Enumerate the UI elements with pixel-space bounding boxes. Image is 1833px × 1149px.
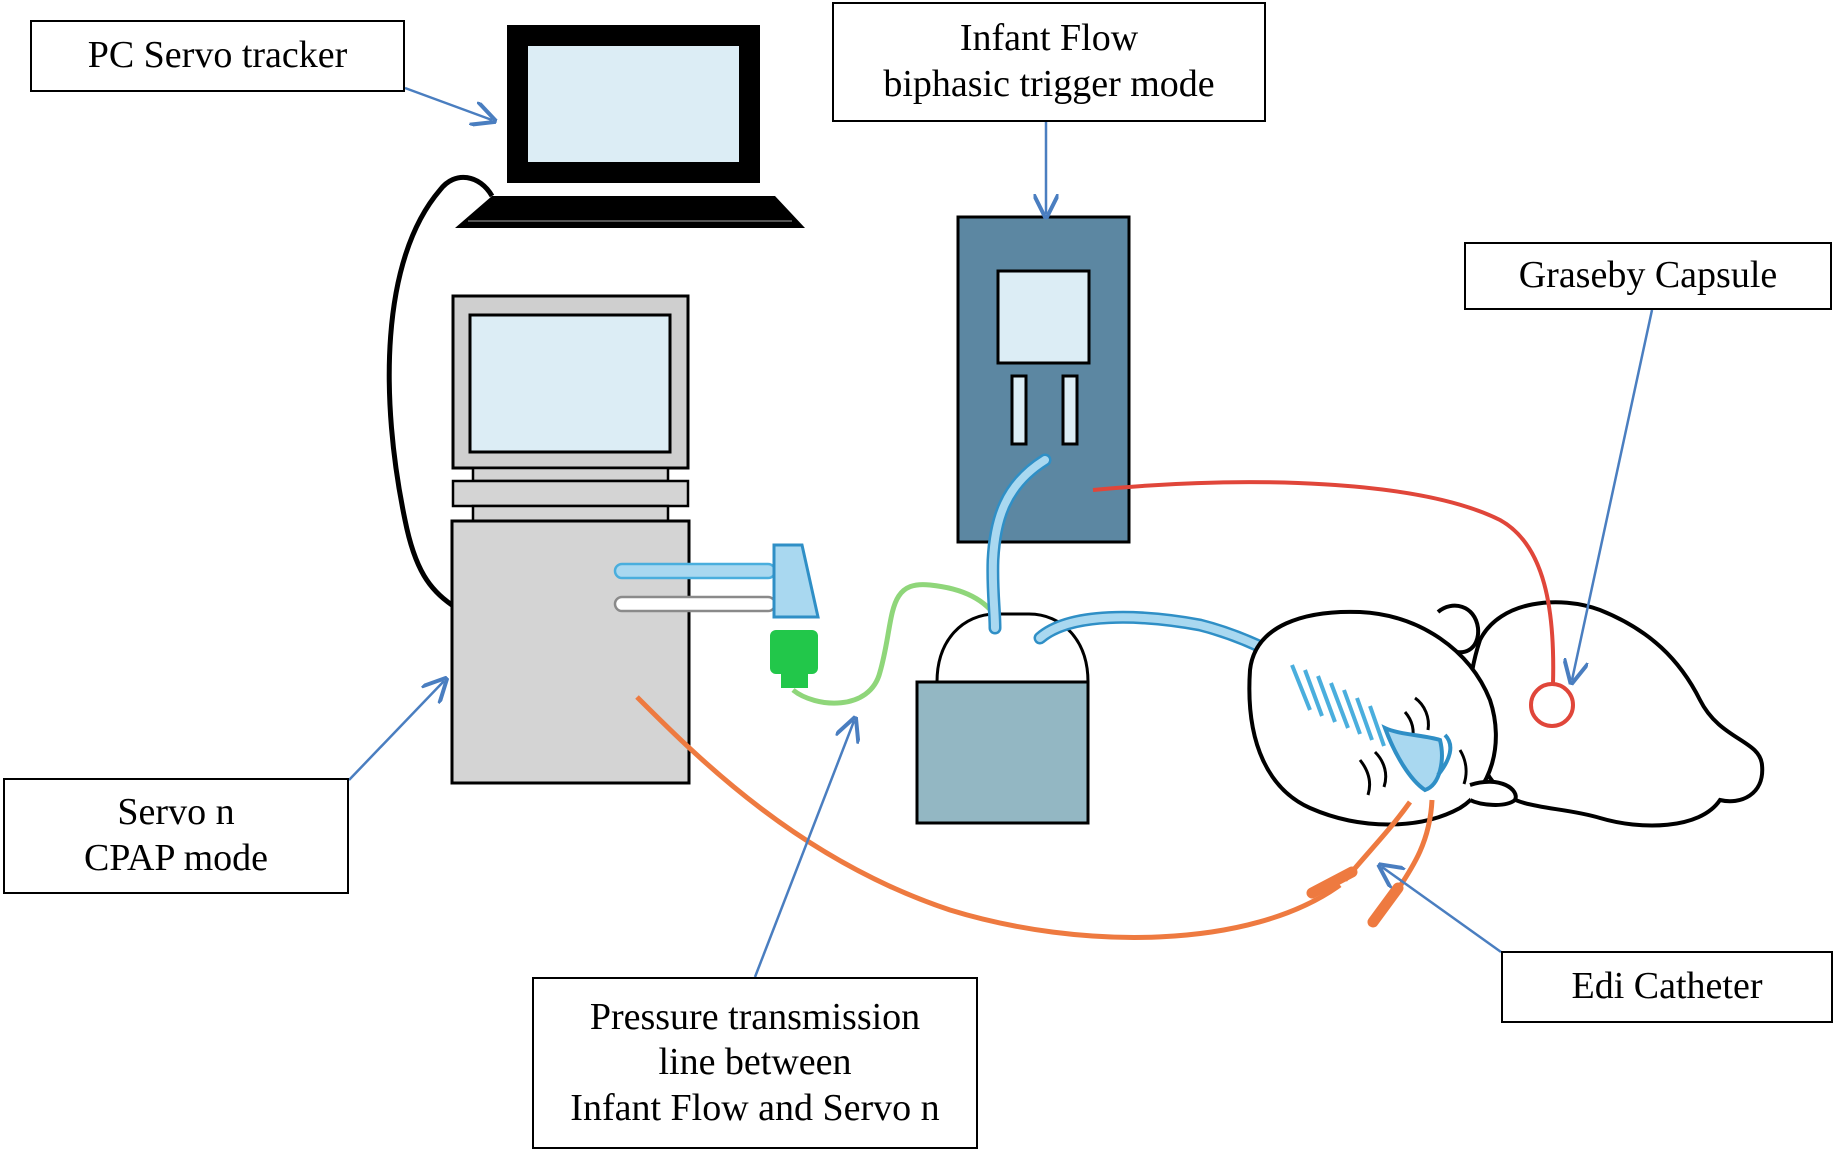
label-pressure-transmission: Pressure transmission line between Infan… [532,977,978,1149]
arrow-pressure-line [753,721,854,978]
servo-n-ventilator [450,294,691,785]
label-infant-flow: Infant Flow biphasic trigger mode [832,2,1266,122]
label-servo-n: Servo n CPAP mode [3,778,349,894]
arrow-pc-servo-tracker [404,86,492,120]
label-text: Edi Catheter [1571,965,1763,1008]
servo-blue-tube [613,562,777,580]
laptop-pc [455,25,805,228]
y-connector [772,543,820,619]
green-connector [770,630,818,688]
arrow-edi [1382,867,1502,954]
laptop-cable [386,174,495,608]
label-text-line-1: Servo n [117,791,235,834]
label-edi-catheter: Edi Catheter [1501,951,1833,1023]
edi-connector-1 [1306,866,1358,899]
label-text-line-2: line between [658,1041,852,1084]
graseby-capsule [1529,682,1575,728]
arrow-servo-n [348,681,444,781]
pressure-transmission-line [791,582,1001,706]
label-text-line-2: biphasic trigger mode [883,63,1215,105]
label-graseby-capsule: Graseby Capsule [1464,242,1832,310]
servo-gray-tube [613,595,777,613]
label-text-line-2: CPAP mode [83,837,269,879]
capsule-line [1092,480,1556,685]
label-text-line-1: Pressure transmission [589,995,921,1038]
infant [1247,600,1765,828]
tube-corrugation [1290,664,1386,747]
arrow-graseby [1572,309,1654,680]
flow-generator [915,612,1090,825]
callout-arrows [348,86,1654,978]
infant-flow-device [956,215,1131,544]
label-text: PC Servo tracker [87,34,348,77]
label-text-line-3: Infant Flow and Servo n [570,1086,940,1129]
label-text-line-1: Infant Flow [959,17,1139,60]
edi-catheter-line [635,695,1342,940]
label-pc-servo-tracker: PC Servo tracker [30,20,405,92]
edi-connector-2 [1367,882,1404,928]
label-text: Graseby Capsule [1518,254,1778,297]
